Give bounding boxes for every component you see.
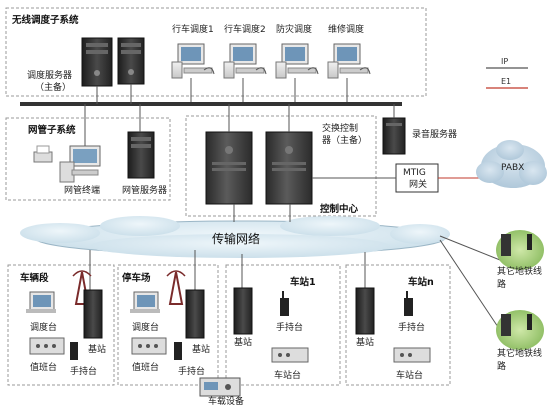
recorder-server-icon — [382, 117, 406, 155]
yard-title: 停车场 — [122, 272, 151, 284]
nms-terminal-icon — [59, 145, 101, 183]
other-line-2-label-2: 路 — [497, 360, 506, 372]
station1-handheld-icon — [280, 291, 289, 316]
nms-subsystem-box — [5, 117, 171, 201]
transmission-network-label: 传输网络 — [212, 231, 260, 246]
yard-base-label: 基站 — [192, 343, 210, 355]
station-n-station-unit-icon — [393, 347, 431, 363]
yard-handheld-label: 手持台 — [178, 365, 205, 377]
yard-duty-label: 值班台 — [132, 361, 159, 373]
switch-controller-1 — [205, 131, 253, 205]
legend-ip-label: IP — [501, 57, 508, 66]
depot-title: 车辆段 — [20, 272, 49, 284]
station1-title: 车站1 — [290, 276, 316, 288]
printer-icon — [33, 145, 53, 163]
station-n-station-unit-label: 车站台 — [396, 369, 423, 381]
dispatch-console-1: 行车调度1 — [171, 23, 215, 104]
depot-box — [7, 264, 115, 386]
yard-tower-icon — [166, 270, 186, 305]
pabx-label: PABX — [501, 163, 524, 173]
dispatch-console-3: 防灾调度 — [275, 23, 319, 104]
dispatch-server-2 — [117, 37, 145, 85]
depot-duty-label: 值班台 — [30, 361, 57, 373]
other-line-1-icon — [496, 230, 544, 270]
switch-controller-note: 器（主备） — [322, 134, 367, 146]
other-line-1-label: 其它地铁线 — [497, 265, 542, 277]
nms-terminal-label: 网管终端 — [64, 184, 100, 196]
dispatch-console-2: 行车调度2 — [223, 23, 267, 104]
control-center-box — [185, 115, 377, 217]
station1-station-unit-label: 车站台 — [274, 369, 301, 381]
depot-base-station — [83, 289, 103, 339]
station-n-base-station — [355, 287, 375, 335]
dispatch-server-note: （主备） — [35, 81, 71, 93]
other-line-2-label: 其它地铁线 — [497, 347, 542, 359]
wireless-subsystem-box — [5, 7, 427, 97]
other-line-1-label-2: 路 — [497, 278, 506, 290]
depot-console-icon — [26, 291, 56, 313]
dispatch-console-4: 维修调度 — [327, 23, 371, 104]
dispatch-console-label-1: 行车调度1 — [172, 23, 214, 35]
depot-handheld-icon — [70, 342, 78, 360]
transmission-network-cloud — [20, 216, 450, 258]
yard-console-icon — [130, 291, 160, 313]
mtig-gateway-box — [395, 163, 439, 193]
station-n-base-label: 基站 — [356, 336, 374, 348]
switch-controller-2 — [265, 131, 313, 205]
nms-server-icon — [127, 131, 155, 179]
recorder-server-label: 录音服务器 — [412, 128, 457, 140]
onboard-equipment-label: 车载设备 — [208, 395, 244, 405]
depot-base-label: 基站 — [88, 343, 106, 355]
station1-handheld-label: 手持台 — [276, 321, 303, 333]
station1-station-unit-icon — [271, 347, 309, 363]
dispatch-consoles: 行车调度1 行车调度2 防灾调度 维修调度 — [171, 23, 371, 104]
station-n-handheld-label: 手持台 — [398, 321, 425, 333]
yard-handheld-icon — [174, 342, 182, 360]
nms-server-label: 网管服务器 — [122, 184, 167, 196]
legend-e1-label: E1 — [501, 77, 511, 86]
station1-base-station — [233, 287, 253, 335]
station-n-title: 车站n — [408, 276, 434, 288]
depot-duty-icon — [29, 337, 65, 355]
station-n-handheld-icon — [404, 291, 413, 316]
pabx-cloud — [476, 140, 547, 188]
station1-base-label: 基站 — [234, 336, 252, 348]
station1-box — [225, 264, 341, 386]
wireless-subsystem-title: 无线调度子系统 — [11, 14, 79, 26]
station-n-box — [345, 264, 451, 386]
yard-base-station — [185, 289, 205, 339]
yard-box — [117, 264, 219, 386]
mtig-gateway-label: MTIG — [403, 168, 426, 178]
yard-console-label: 调度台 — [132, 321, 159, 333]
dispatch-console-label-2: 行车调度2 — [224, 23, 266, 35]
depot-tower-icon — [72, 270, 92, 305]
control-center-title: 控制中心 — [320, 203, 359, 215]
onboard-equipment-icon — [199, 377, 241, 397]
depot-console-label: 调度台 — [30, 321, 57, 333]
mtig-gateway-note: 网关 — [409, 178, 427, 190]
yard-duty-icon — [131, 337, 167, 355]
other-line-2-icon — [496, 310, 544, 350]
dispatch-server-label: 调度服务器 — [27, 69, 72, 81]
switch-controller-label: 交换控制 — [322, 122, 358, 134]
nms-subsystem-title: 网管子系统 — [28, 124, 76, 136]
depot-handheld-label: 手持台 — [70, 365, 97, 377]
dispatch-server-1 — [81, 37, 113, 87]
dispatch-console-label-3: 防灾调度 — [276, 23, 312, 35]
dispatch-console-label-4: 维修调度 — [328, 23, 364, 35]
